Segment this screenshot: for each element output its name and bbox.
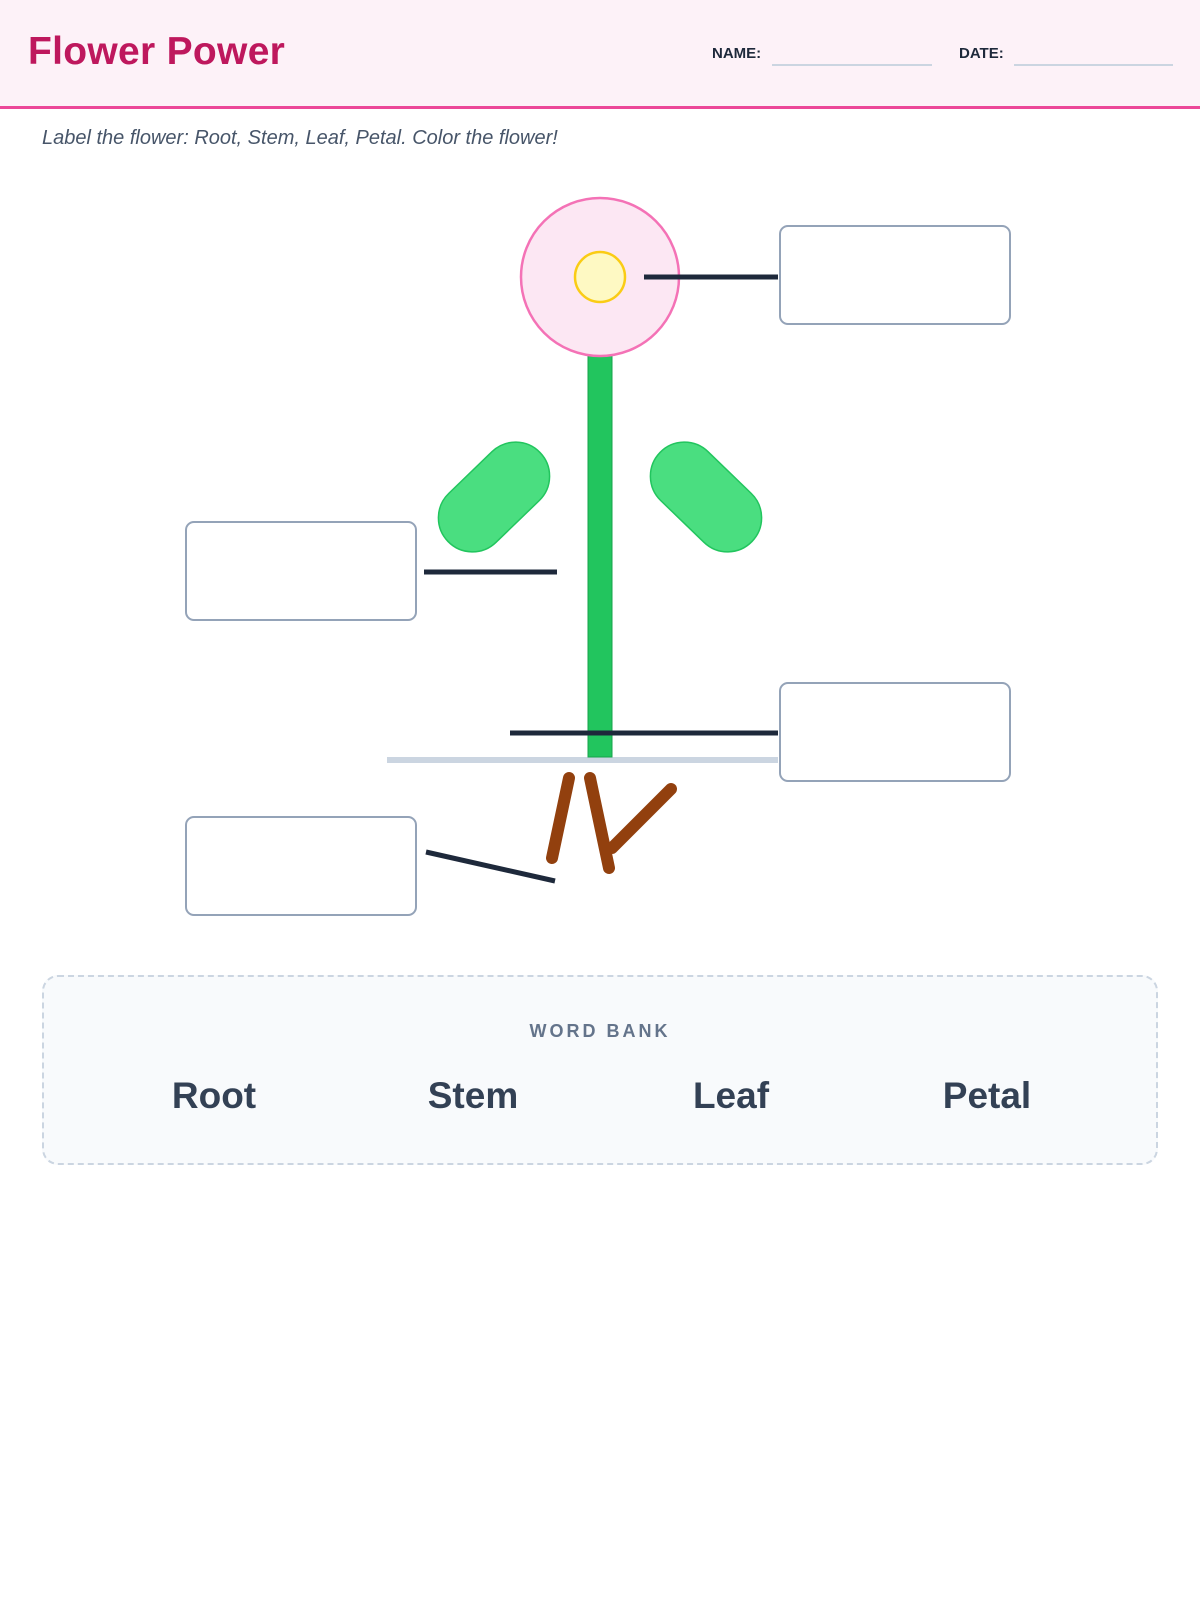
- right-leaf: [649, 441, 763, 553]
- root-label-box[interactable]: [185, 816, 417, 916]
- roots: [546, 772, 677, 874]
- stem-label-box[interactable]: [779, 682, 1011, 782]
- root-line: [546, 772, 575, 864]
- root-leader-line: [425, 849, 556, 884]
- word-leaf: Leaf: [692, 1075, 770, 1116]
- word-stem: Stem: [427, 1075, 519, 1116]
- flower-diagram: [387, 196, 778, 884]
- name-field[interactable]: [772, 64, 932, 66]
- name-label: NAME:: [712, 45, 762, 62]
- word-petal: Petal: [942, 1075, 1032, 1116]
- date-label: DATE:: [959, 45, 1004, 62]
- word-root: Root: [171, 1075, 257, 1116]
- leader-lines: [424, 274, 778, 884]
- root-line: [606, 783, 677, 854]
- date-field[interactable]: [1014, 64, 1173, 66]
- worksheet-header: Flower Power NAME: DATE:: [0, 0, 1200, 109]
- flower-center: [573, 250, 627, 304]
- word-bank-title: WORD BANK: [529, 1021, 671, 1041]
- stem: [587, 349, 613, 758]
- left-leaf: [437, 441, 551, 553]
- root-line: [584, 772, 615, 874]
- instructions: Label the flower: Root, Stem, Leaf, Peta…: [42, 127, 558, 149]
- petal-label-box[interactable]: [779, 225, 1011, 325]
- leaf-label-box[interactable]: [185, 521, 417, 621]
- worksheet-title: Flower Power: [28, 30, 286, 73]
- word-bank: WORD BANK Root Stem Leaf Petal: [42, 975, 1158, 1165]
